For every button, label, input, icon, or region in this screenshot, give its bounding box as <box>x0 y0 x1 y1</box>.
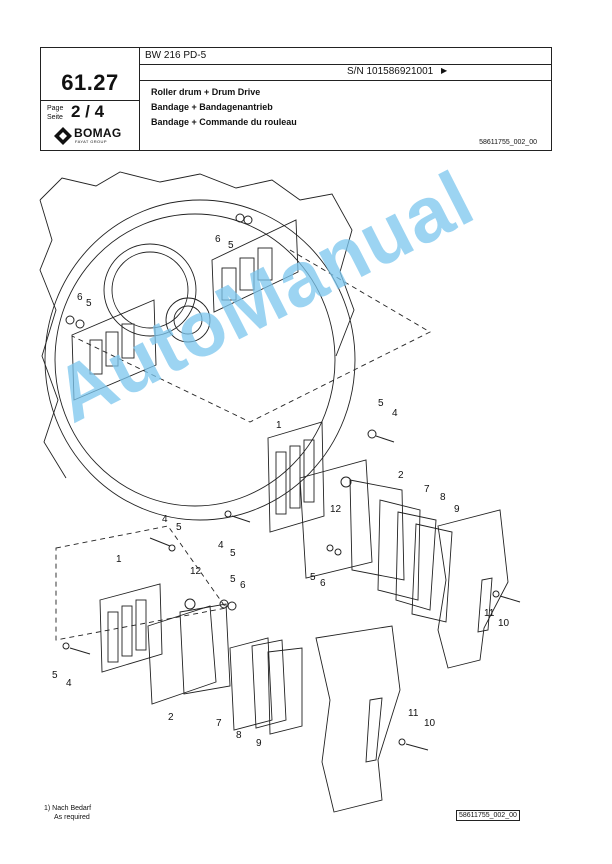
callout-6: 6 <box>77 292 83 303</box>
page-count: 2 / 4 <box>71 102 105 121</box>
callout-10: 10 <box>424 718 436 729</box>
callout-2: 2 <box>168 712 174 723</box>
header-divider <box>41 100 139 101</box>
callout-6: 6 <box>215 234 221 245</box>
callout-5: 5 <box>176 522 182 533</box>
callout-9: 9 <box>454 504 460 515</box>
header-divider <box>139 48 140 150</box>
header-divider <box>139 64 551 65</box>
callout-12: 12 <box>190 566 202 577</box>
callout-5: 5 <box>52 670 58 681</box>
callout-9: 9 <box>256 738 262 749</box>
model-name: BW 216 PD-5 <box>145 50 207 61</box>
callout-4: 4 <box>66 678 72 689</box>
callout-7: 7 <box>424 484 430 495</box>
footnote-en: As required <box>54 814 90 821</box>
callout-12: 12 <box>330 504 342 515</box>
callout-6: 6 <box>320 578 326 589</box>
callout-6: 6 <box>240 580 246 591</box>
callout-8: 8 <box>440 492 446 503</box>
callout-4: 4 <box>162 514 168 525</box>
serial-number: S/N 101586921001 <box>347 66 434 77</box>
exploded-parts-drawing: 6 5 6 5 5 4 1 2 7 8 9 12 4 5 4 5 5 6 1 1… <box>39 171 521 813</box>
callout-8: 8 <box>236 730 242 741</box>
header-block: BW 216 PD-5 S/N 101586921001 ▶ 61.27 Pag… <box>40 47 552 151</box>
callout-5: 5 <box>230 548 236 559</box>
callout-5: 5 <box>378 398 384 409</box>
callout-1: 1 <box>116 554 122 565</box>
logo-subtitle: FAYAT GROUP <box>75 139 107 144</box>
title-en: Roller drum + Drum Drive <box>151 87 261 97</box>
title-fr: Bandage + Commande du rouleau <box>151 117 297 127</box>
logo-word: BOMAG <box>74 126 122 140</box>
bomag-logo: BOMAG FAYAT GROUP <box>53 126 133 148</box>
callout-5: 5 <box>86 298 92 309</box>
header-divider <box>139 80 551 81</box>
footnote-de: 1) Nach Bedarf <box>44 805 92 812</box>
callout-7: 7 <box>216 718 222 729</box>
group-number: 61.27 <box>61 70 119 95</box>
page-label-de: Page <box>47 105 64 112</box>
callout-5: 5 <box>228 240 234 251</box>
callout-5: 5 <box>230 574 236 585</box>
play-arrow-icon: ▶ <box>441 66 448 75</box>
callout-4: 4 <box>392 408 398 419</box>
callout-4: 4 <box>218 540 224 551</box>
page-label-fr: Seite <box>47 114 63 121</box>
drawing-reference: 58611755_002_00 <box>456 810 520 821</box>
callout-11: 11 <box>408 708 419 719</box>
callout-5: 5 <box>310 572 316 583</box>
callout-11: 11 <box>484 608 495 619</box>
page-label: Page Seite <box>47 104 63 122</box>
document-reference: 58611755_002_00 <box>479 139 537 146</box>
diamond-logo-icon <box>54 127 72 145</box>
callout-2: 2 <box>398 470 404 481</box>
callout-1: 1 <box>276 420 282 431</box>
title-de: Bandage + Bandagenantrieb <box>151 102 273 112</box>
callout-10: 10 <box>498 618 510 629</box>
